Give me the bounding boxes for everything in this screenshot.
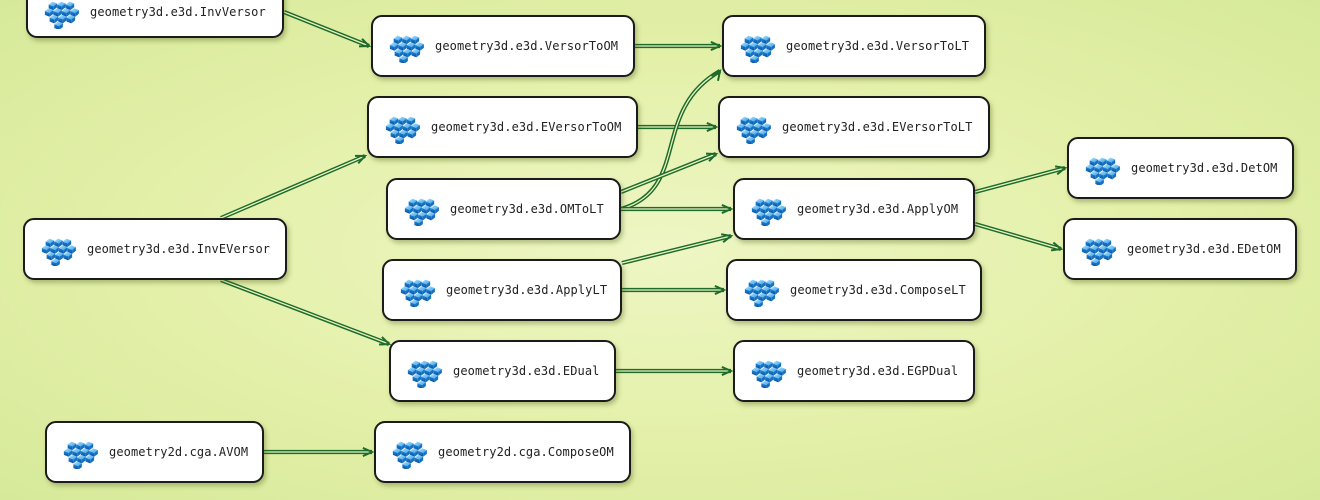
- arrowhead-applylt-composelt: [714, 285, 727, 295]
- node-eversortoom[interactable]: geometry3d.e3d.EVersorToOM: [367, 96, 638, 158]
- node-composelt[interactable]: geometry3d.e3d.ComposeLT: [726, 259, 982, 321]
- component-blocks-icon: [41, 238, 76, 266]
- node-label: geometry3d.e3d.DetOM: [1131, 161, 1278, 175]
- edge-invversor-versortoom-inner: [283, 11, 370, 47]
- node-label: geometry3d.e3d.VersorToLT: [786, 39, 970, 53]
- node-inveversor[interactable]: geometry3d.e3d.InvEVersor: [23, 218, 287, 280]
- node-edetom[interactable]: geometry3d.e3d.EDetOM: [1063, 218, 1297, 280]
- arrowhead-omtolt-versortolt: [710, 69, 722, 81]
- node-label: geometry3d.e3d.VersorToOM: [435, 39, 619, 53]
- component-blocks-icon: [404, 198, 439, 226]
- node-label: geometry3d.e3d.OMToLT: [450, 202, 604, 216]
- arrowhead-invversor-versortoom: [358, 38, 372, 48]
- node-versortoom[interactable]: geometry3d.e3d.VersorToOM: [371, 15, 635, 77]
- component-blocks-icon: [1085, 157, 1120, 185]
- node-detom[interactable]: geometry3d.e3d.DetOM: [1067, 137, 1294, 199]
- arrowhead-edual-egpdual: [721, 366, 734, 376]
- node-composeom[interactable]: geometry2d.cga.ComposeOM: [374, 421, 631, 483]
- edge-invversor-versortoom: [283, 10, 370, 48]
- edge-applyom-edetom-inner: [974, 223, 1062, 250]
- edge-applyom-detom-inner: [974, 167, 1066, 193]
- arrowhead-applylt-applyom: [720, 233, 734, 243]
- component-blocks-icon: [751, 360, 786, 388]
- component-blocks-icon: [751, 198, 786, 226]
- node-label: geometry3d.e3d.ComposeLT: [790, 283, 966, 297]
- arrowhead-inveversor-edual: [378, 336, 392, 346]
- component-blocks-icon: [1081, 238, 1116, 266]
- node-applylt[interactable]: geometry3d.e3d.ApplyLT: [382, 259, 622, 321]
- edge-inveversor-edual-inner: [220, 279, 390, 345]
- node-label: geometry3d.e3d.InvEVersor: [87, 242, 271, 256]
- arrowhead-eversortoom-eversortolt: [706, 122, 719, 132]
- node-label: geometry3d.e3d.ApplyLT: [446, 283, 608, 297]
- component-blocks-icon: [736, 116, 771, 144]
- component-blocks-icon: [389, 35, 424, 63]
- node-invversor[interactable]: geometry3d.e3d.InvVersor: [26, 0, 284, 38]
- arrowhead-omtolt-applyom: [721, 204, 734, 214]
- node-avom[interactable]: geometry2d.cga.AVOM: [45, 421, 264, 483]
- node-edual[interactable]: geometry3d.e3d.EDual: [389, 340, 616, 402]
- component-blocks-icon: [63, 441, 98, 469]
- node-label: geometry3d.e3d.EVersorToOM: [431, 120, 622, 134]
- node-label: geometry2d.cga.AVOM: [109, 445, 249, 459]
- edge-applylt-applyom: [621, 233, 732, 266]
- arrowhead-omtolt-eversortolt: [705, 152, 719, 162]
- arrowhead-inveversor-eversortoom: [354, 154, 368, 165]
- node-label: geometry3d.e3d.InvVersor: [90, 5, 266, 19]
- node-egpdual[interactable]: geometry3d.e3d.EGPDual: [733, 340, 975, 402]
- component-blocks-icon: [407, 360, 442, 388]
- component-blocks-icon: [44, 1, 79, 29]
- node-omtolt[interactable]: geometry3d.e3d.OMToLT: [386, 178, 621, 240]
- node-versortolt[interactable]: geometry3d.e3d.VersorToLT: [722, 15, 986, 77]
- edge-inveversor-edual: [220, 278, 390, 346]
- node-label: geometry2d.cga.ComposeOM: [438, 445, 614, 459]
- component-blocks-icon: [740, 35, 775, 63]
- component-blocks-icon: [400, 279, 435, 307]
- arrowhead-versortoom-versortolt: [710, 41, 723, 51]
- component-blocks-icon: [385, 116, 420, 144]
- edge-inveversor-eversortoom-inner: [220, 155, 366, 219]
- component-blocks-icon: [392, 441, 427, 469]
- node-label: geometry3d.e3d.ApplyOM: [797, 202, 959, 216]
- node-label: geometry3d.e3d.EGPDual: [797, 364, 959, 378]
- edge-omtolt-eversortolt-inner: [620, 153, 717, 193]
- node-applyom[interactable]: geometry3d.e3d.ApplyOM: [733, 178, 975, 240]
- node-label: geometry3d.e3d.EDual: [453, 364, 600, 378]
- edge-applyom-detom: [974, 165, 1066, 195]
- node-eversortolt[interactable]: geometry3d.e3d.EVersorToLT: [718, 96, 990, 158]
- component-blocks-icon: [744, 279, 779, 307]
- edge-applylt-applyom-inner: [621, 235, 732, 264]
- node-label: geometry3d.e3d.EVersorToLT: [782, 120, 973, 134]
- edge-applyom-edetom: [974, 221, 1062, 252]
- node-label: geometry3d.e3d.EDetOM: [1127, 242, 1281, 256]
- arrowhead-avom-composeom: [362, 447, 375, 457]
- arrowhead-applyom-edetom: [1050, 241, 1064, 252]
- arrowhead-applyom-detom: [1054, 165, 1068, 176]
- edge-inveversor-eversortoom: [220, 154, 366, 220]
- edge-omtolt-eversortolt: [620, 152, 717, 194]
